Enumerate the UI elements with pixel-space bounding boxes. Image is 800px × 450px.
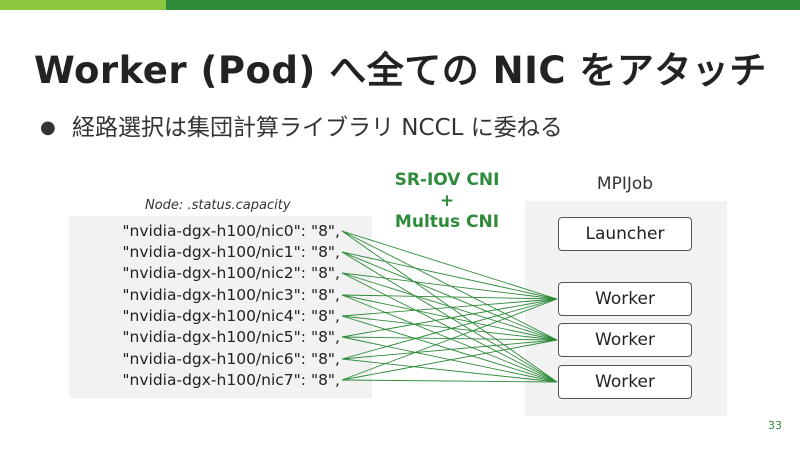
link-nic4-worker1 <box>341 315 558 341</box>
nic-line-2: "nvidia-dgx-h100/nic2": "8", <box>122 264 340 282</box>
link-nic5-worker0 <box>341 298 558 338</box>
worker-pod-2: Worker <box>558 365 692 399</box>
link-nic1-worker2 <box>341 251 558 383</box>
link-nic5-worker2 <box>341 336 558 383</box>
page-number: 33 <box>768 419 782 432</box>
link-nic7-worker2 <box>341 379 558 383</box>
link-nic1-worker1 <box>341 251 558 341</box>
top-bar-accent <box>0 0 166 10</box>
nic-line-7: "nvidia-dgx-h100/nic7": "8", <box>122 371 340 389</box>
link-nic2-worker2 <box>341 272 558 383</box>
link-nic6-worker2 <box>341 358 558 383</box>
worker-pod-1: Worker <box>558 323 692 357</box>
mpijob-title: MPIJob <box>596 174 654 194</box>
cni-sriov: SR-IOV CNI <box>394 170 500 190</box>
link-nic6-worker1 <box>341 339 558 360</box>
link-nic6-worker0 <box>341 298 558 360</box>
link-nic1-worker0 <box>341 251 558 300</box>
link-nic7-worker0 <box>341 298 558 381</box>
bullet-text: 経路選択は集団計算ライブラリ NCCL に委ねる <box>72 115 563 141</box>
nic-line-4: "nvidia-dgx-h100/nic4": "8", <box>122 307 340 325</box>
cni-multus: Multus CNI <box>394 212 500 232</box>
link-nic5-worker1 <box>341 336 558 341</box>
top-bar <box>0 0 800 10</box>
link-nic0-worker1 <box>341 230 558 341</box>
nic-line-6: "nvidia-dgx-h100/nic6": "8", <box>122 350 340 368</box>
cni-plus: + <box>439 191 455 211</box>
nic-line-0: "nvidia-dgx-h100/nic0": "8", <box>122 222 340 240</box>
link-nic3-worker0 <box>341 294 558 300</box>
nic-line-1: "nvidia-dgx-h100/nic1": "8", <box>122 243 340 261</box>
nic-line-5: "nvidia-dgx-h100/nic5": "8", <box>122 328 340 346</box>
link-nic3-worker1 <box>341 294 558 341</box>
node-caption: Node: .status.capacity <box>145 198 291 213</box>
slide-title: Worker (Pod) へ全ての NIC をアタッチ <box>34 49 767 92</box>
link-nic4-worker0 <box>341 298 558 317</box>
worker-pod-0: Worker <box>558 282 692 316</box>
link-nic7-worker1 <box>341 339 558 381</box>
nic-line-3: "nvidia-dgx-h100/nic3": "8", <box>122 286 340 304</box>
link-nic2-worker1 <box>341 272 558 341</box>
link-nic0-worker0 <box>341 230 558 300</box>
bullet-marker: ● <box>40 117 56 138</box>
link-nic4-worker2 <box>341 315 558 383</box>
launcher-pod: Launcher <box>558 217 692 251</box>
link-nic2-worker0 <box>341 272 558 300</box>
node-capacity-box <box>69 216 372 398</box>
bullet-item: ● 経路選択は集団計算ライブラリ NCCL に委ねる <box>40 108 563 142</box>
cni-label: SR-IOV CNI + Multus CNI <box>372 170 522 233</box>
